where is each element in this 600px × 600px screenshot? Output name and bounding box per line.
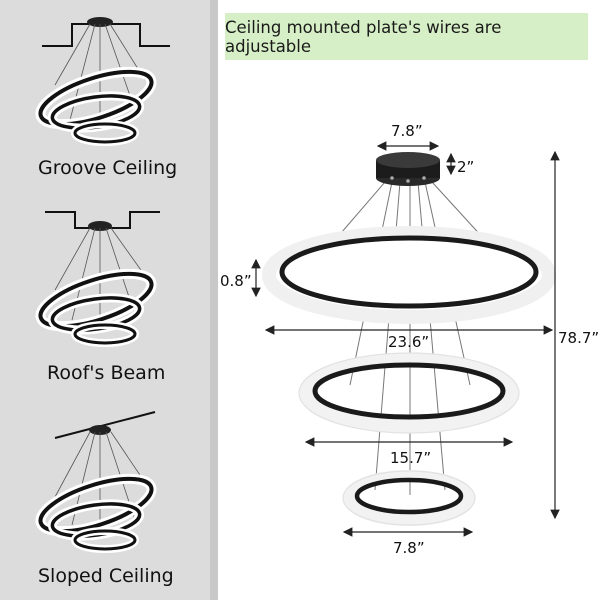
- roof-beam-lamp-icon: [35, 211, 160, 347]
- ring-thickness-label: 0.8”: [220, 272, 252, 290]
- small-ring: [342, 470, 476, 526]
- canopy-height-label: 2”: [457, 158, 475, 176]
- groove-ceiling-lamp-icon: [35, 17, 170, 146]
- panel-divider: [210, 0, 218, 600]
- groove-ceiling-label: Groove Ceiling: [38, 157, 178, 179]
- sloped-ceiling-lamp-icon: [35, 411, 157, 553]
- large-ring: [262, 226, 556, 324]
- canopy-plate: [376, 152, 440, 186]
- adjustable-wires-banner: Ceiling mounted plate's wires are adjust…: [225, 13, 588, 60]
- small-ring-label: 7.8”: [393, 539, 425, 557]
- roof-beam-label: Roof's Beam: [47, 362, 166, 384]
- large-ring-label: 23.6”: [388, 333, 430, 351]
- canopy-width-label: 7.8”: [391, 122, 423, 140]
- medium-ring: [298, 352, 520, 434]
- chandelier-diagram: [251, 141, 560, 537]
- medium-ring-label: 15.7”: [390, 449, 432, 467]
- total-height-label: 78.7”: [558, 329, 600, 347]
- sloped-ceiling-label: Sloped Ceiling: [38, 565, 174, 587]
